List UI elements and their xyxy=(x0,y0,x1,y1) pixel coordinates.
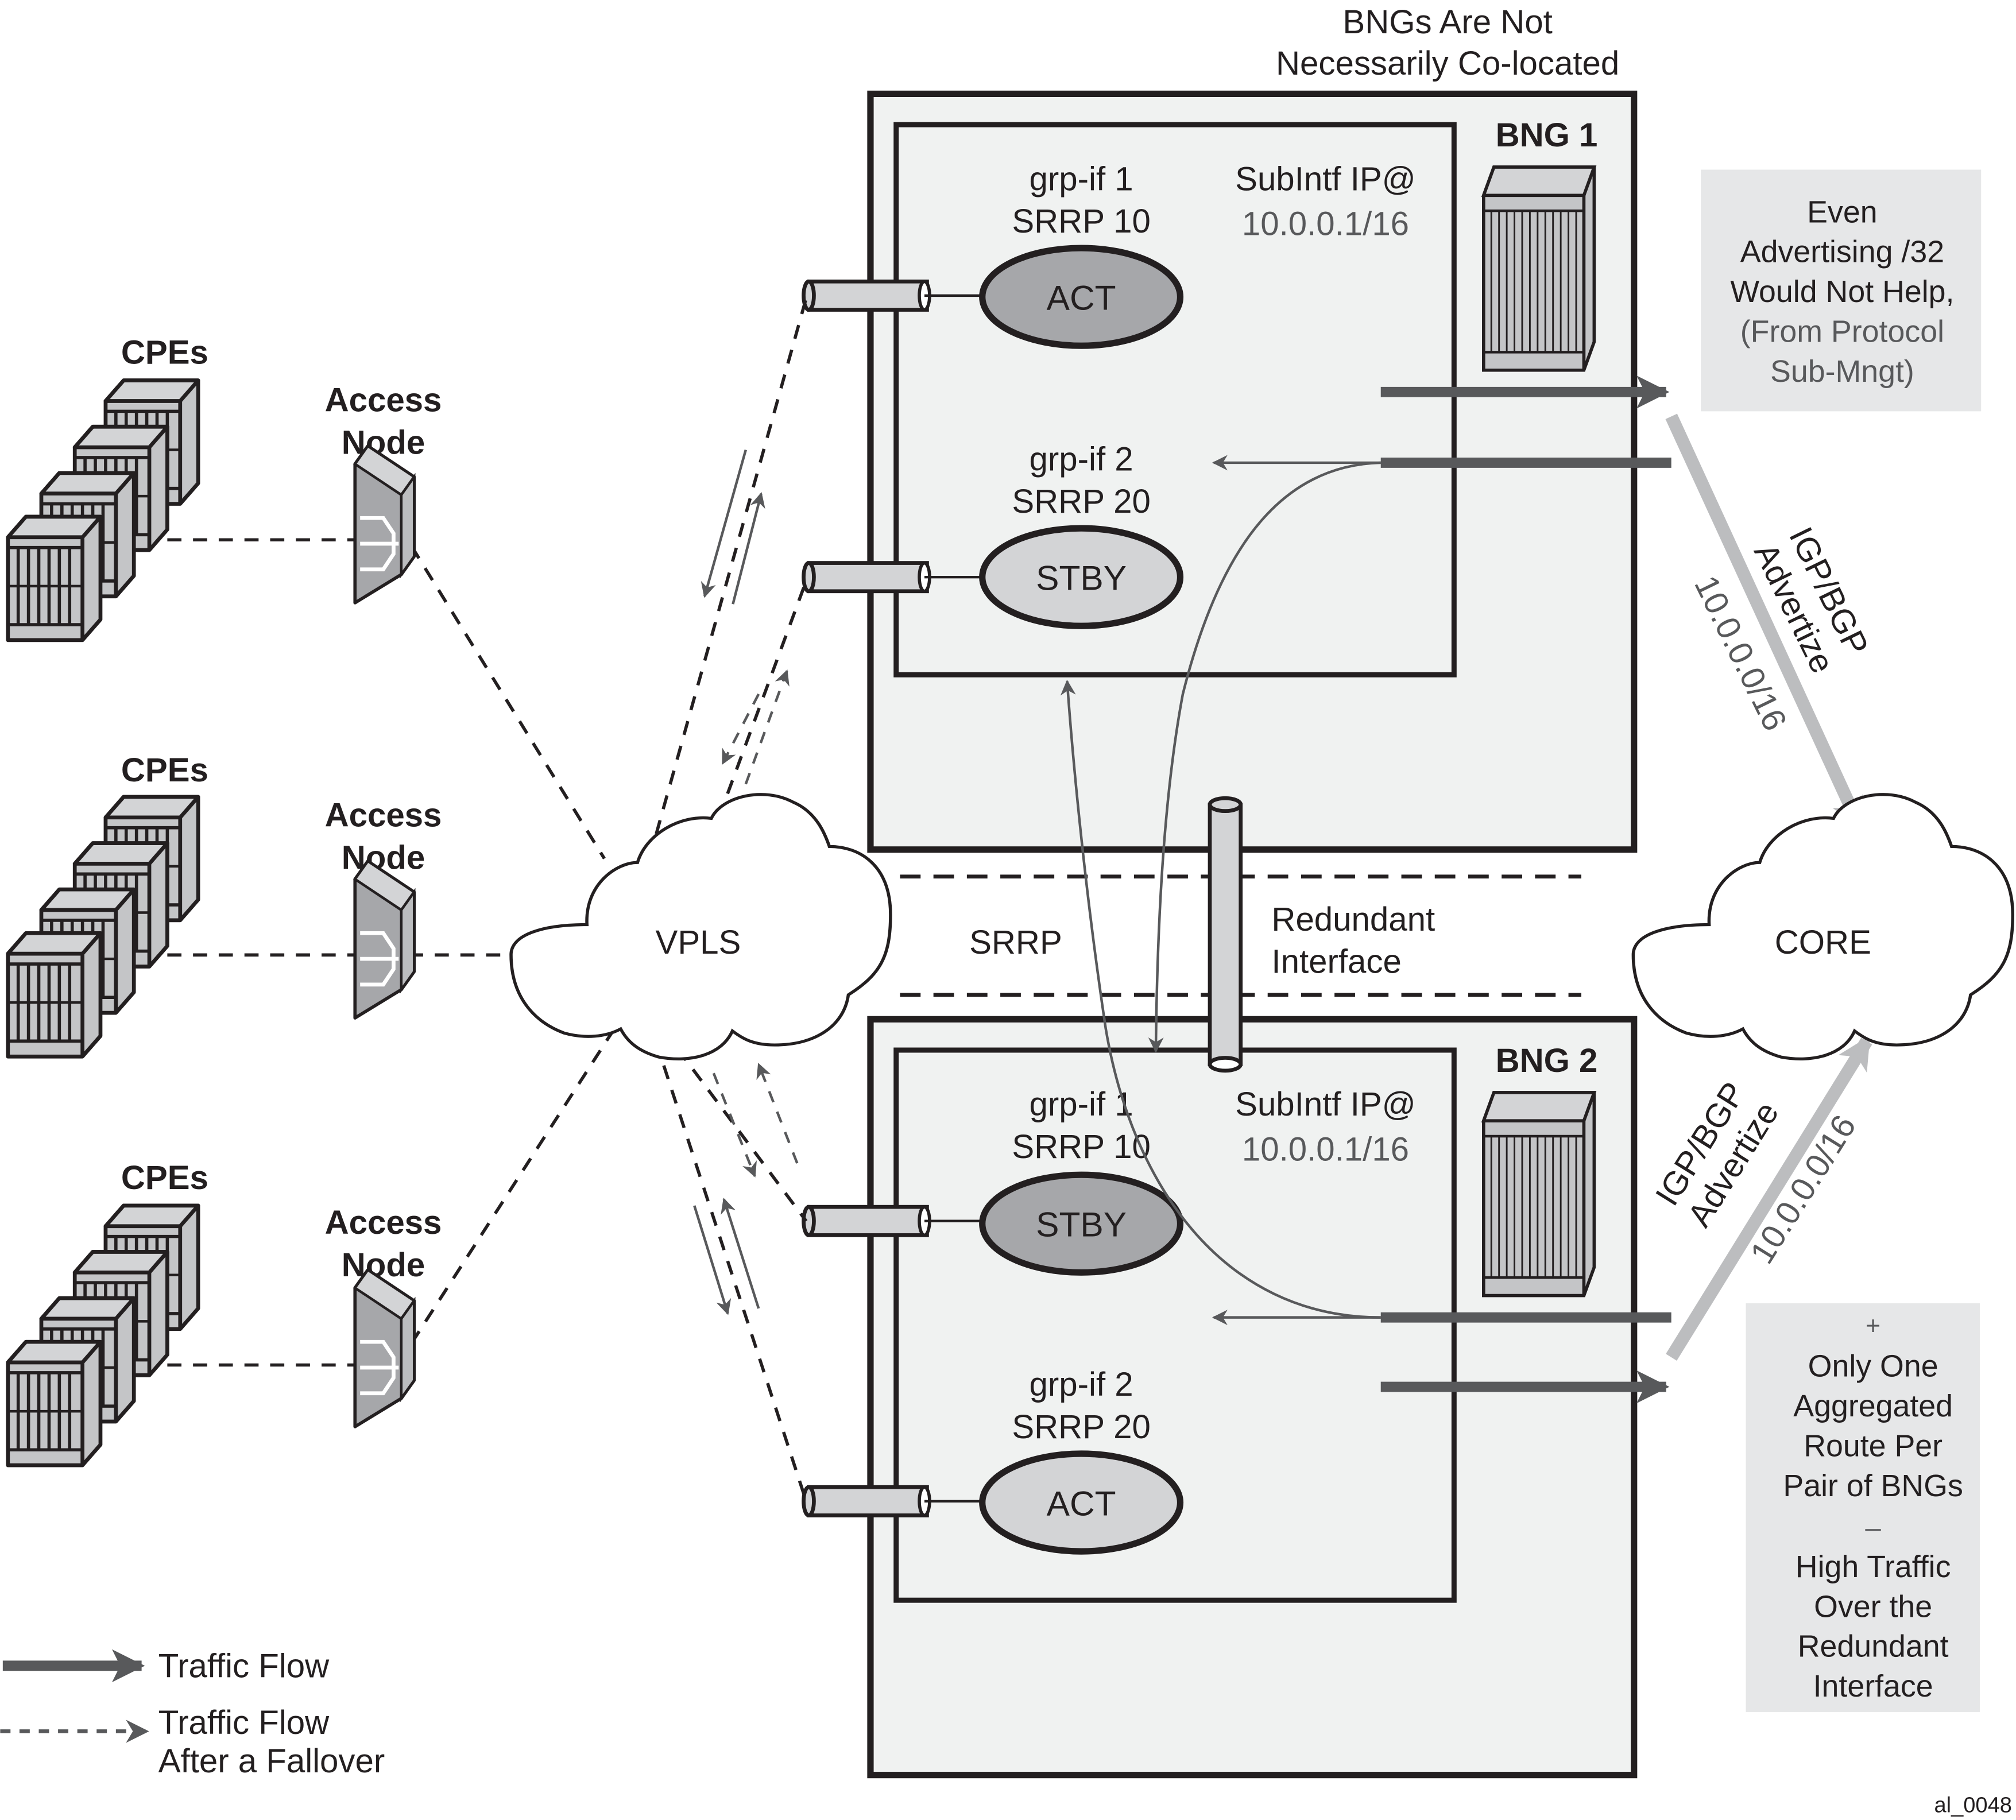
note-top-line-4: (From Protocol xyxy=(1740,314,1944,348)
note-bottom-minus: – xyxy=(1865,1512,1881,1543)
note-bottom-con-4: Interface xyxy=(1813,1669,1933,1703)
flow-arrow-up-lower xyxy=(721,1198,760,1309)
title-line-1: BNGs Are Not xyxy=(1342,3,1552,41)
bng2-grp-if2-srrp: SRRP 20 xyxy=(1012,1408,1151,1446)
note-bottom-plus: + xyxy=(1866,1311,1880,1340)
legend-solid-label: Traffic Flow xyxy=(158,1648,330,1685)
note-bottom-box xyxy=(1746,1303,1980,1712)
fallover-arrow-up-lower xyxy=(756,1063,799,1164)
note-bottom-con-1: High Traffic xyxy=(1796,1550,1951,1584)
fallover-arrow-down-lower xyxy=(712,1072,757,1178)
bng1-grp-if1-name: grp-if 1 xyxy=(1030,160,1133,198)
note-top-line-3: Would Not Help, xyxy=(1730,274,1954,309)
bng2-subintf-ip: 10.0.0.1/16 xyxy=(1242,1131,1409,1168)
bng2-router-icon xyxy=(1484,1093,1595,1296)
legend-dashed-label-2: After a Fallover xyxy=(158,1742,385,1780)
bng1-srrp20-state-ellipse xyxy=(979,525,1184,629)
bng2-srrp10-state: STBY xyxy=(1036,1205,1127,1244)
bng1-grp-if2-name: grp-if 2 xyxy=(1030,440,1133,478)
figure-id: al_0048 xyxy=(1934,1794,2012,1818)
bng1-advertise-arrow xyxy=(1665,413,1865,831)
bng2-grp-if1: STBY xyxy=(802,1171,1184,1276)
bng1-grp-if1: ACT xyxy=(802,245,1184,349)
bng2-grp-if1-srrp: SRRP 10 xyxy=(1012,1128,1151,1165)
access-node-3-label-1: Access xyxy=(325,1204,442,1241)
bng1-name: BNG 1 xyxy=(1496,117,1598,154)
bng2-subintf-label: SubIntf IP@ xyxy=(1235,1086,1416,1123)
vpls-label: VPLS xyxy=(656,924,741,961)
bng2-srrp20-state: ACT xyxy=(1047,1484,1116,1523)
note-bottom-con-2: Over the xyxy=(1814,1589,1932,1624)
cpe-group-3: CPEs xyxy=(8,1159,208,1465)
bng1-subintf-label: SubIntf IP@ xyxy=(1235,160,1416,198)
note-top-line-1: Even xyxy=(1807,195,1877,229)
bng1-grp-if1-srrp: SRRP 10 xyxy=(1012,203,1151,240)
access-node-3: Access Node xyxy=(325,1204,442,1427)
access-node-3-label-2: Node xyxy=(342,1246,425,1284)
bng1-grp-if2: STBY xyxy=(802,525,1184,629)
cpe-group-3-label: CPEs xyxy=(121,1159,208,1196)
bng1-srrp10-state-ellipse xyxy=(979,245,1184,349)
note-top-line-2: Advertising /32 xyxy=(1740,235,1944,269)
note-bottom-con-3: Redundant xyxy=(1798,1629,1949,1664)
legend-dashed-label-1: Traffic Flow xyxy=(158,1704,330,1741)
note-top-line-5: Sub-Mngt) xyxy=(1770,354,1914,389)
bng1-srrp10-state: ACT xyxy=(1047,278,1116,317)
bng2-srrp10-state-ellipse xyxy=(979,1171,1184,1276)
core-label: CORE xyxy=(1775,924,1871,961)
access-node-1-label-1: Access xyxy=(325,381,442,419)
bng1-grp-if2-srrp: SRRP 20 xyxy=(1012,483,1151,520)
srrp-label: SRRP xyxy=(969,924,1062,961)
cpe-group-1: CPEs xyxy=(8,334,208,640)
access-node-1: Access Node xyxy=(325,381,442,603)
flow-arrow-down-lower xyxy=(693,1205,732,1315)
vpls-links xyxy=(167,297,808,1502)
title-line-2: Necessarily Co-located xyxy=(1276,45,1619,82)
bng2-srrp20-state-ellipse xyxy=(979,1450,1184,1555)
redundant-interface-line1: Redundant xyxy=(1271,901,1435,938)
note-bottom-pro-1: Only One xyxy=(1808,1349,1938,1384)
note-top-box xyxy=(1701,169,1982,412)
bng2-advertise-arrow xyxy=(1666,1035,1872,1361)
flow-arrow-down-upper xyxy=(701,449,747,598)
bng2-name: BNG 2 xyxy=(1496,1042,1598,1079)
flow-arrow-up-upper xyxy=(732,492,765,605)
bng2-to-bng1-redundant-flow xyxy=(1060,679,1381,1319)
legend: Traffic Flow Traffic Flow After a Fallov… xyxy=(0,1648,385,1780)
cpe-group-1-label: CPEs xyxy=(121,334,208,371)
bng1-to-bng2-redundant-flow xyxy=(1148,461,1381,1053)
bng2-grp-if1-name: grp-if 1 xyxy=(1030,1086,1133,1123)
access-node-2-label-1: Access xyxy=(325,796,442,834)
redundant-interface-pipe xyxy=(1208,796,1243,1073)
bng1-subintf-ip: 10.0.0.1/16 xyxy=(1242,206,1409,243)
note-bottom-pro-3: Route Per xyxy=(1804,1428,1943,1463)
bng2-grp-if2-name: grp-if 2 xyxy=(1030,1366,1133,1403)
bng1-router-icon xyxy=(1484,167,1595,370)
cpe-group-2-label: CPEs xyxy=(121,752,208,789)
bng2-grp-if2: ACT xyxy=(802,1450,1184,1555)
bng1-srrp20-state: STBY xyxy=(1036,559,1127,598)
cpe-group-2: CPEs xyxy=(8,752,208,1056)
note-bottom-pro-2: Aggregated xyxy=(1793,1389,1953,1423)
redundant-interface-line2: Interface xyxy=(1271,943,1401,981)
access-node-2: Access Node xyxy=(325,796,442,1018)
fallover-arrow-down-upper xyxy=(721,693,760,765)
note-bottom-pro-4: Pair of BNGs xyxy=(1783,1469,1963,1503)
